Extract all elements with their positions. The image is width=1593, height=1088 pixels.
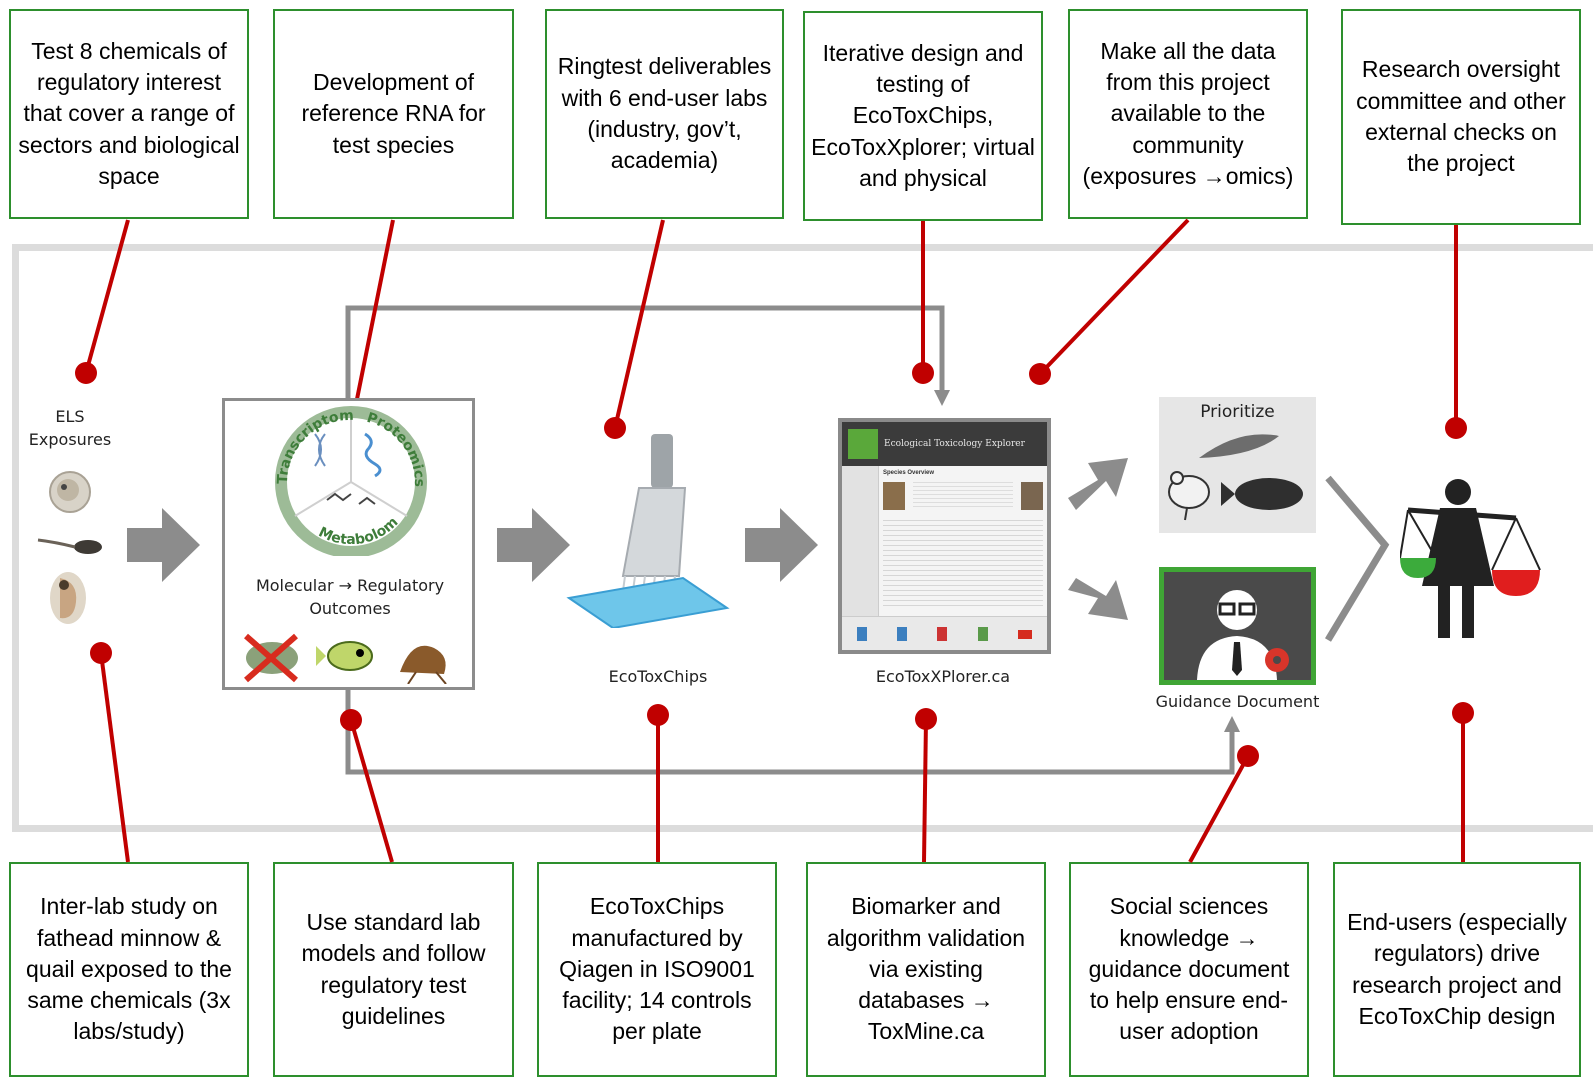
flow-arrow-1 xyxy=(127,508,200,582)
note-iterative-design: Iterative design and testing of EcoToxCh… xyxy=(803,11,1043,221)
prioritize-panel xyxy=(1159,397,1316,533)
pin xyxy=(912,362,934,384)
svg-text:Transcriptomics: Transcriptomics xyxy=(265,404,354,484)
explorer-screenshot: Ecological Toxicology Explorer Species O… xyxy=(838,418,1051,654)
quail-thumbnail xyxy=(1021,482,1043,510)
feedback-bottom-arrow xyxy=(345,688,1235,775)
note-inter-lab: Inter-lab study on fathead minnow & quai… xyxy=(9,862,249,1077)
molecular-outcomes-label: Molecular → Regulatory Outcomes xyxy=(255,576,445,619)
fish-icon xyxy=(316,641,373,671)
dna-icon xyxy=(314,433,326,467)
bird-chick-icon xyxy=(400,645,447,684)
pin xyxy=(604,417,626,439)
explorer-footer xyxy=(842,616,1047,650)
crest-icon xyxy=(977,627,988,641)
explorer-body: Species Overview xyxy=(842,466,1047,616)
feedback-bottom-arrowhead xyxy=(1224,716,1240,732)
note-test-chemicals: Test 8 chemicals of regulatory interest … xyxy=(9,9,249,219)
embryo-images xyxy=(37,471,102,624)
pin xyxy=(1237,745,1259,767)
flow-arrow-up xyxy=(1068,458,1128,510)
pin xyxy=(1445,417,1467,439)
note-standard-models: Use standard lab models and follow regul… xyxy=(273,862,514,1077)
pin xyxy=(915,708,937,730)
pin xyxy=(75,362,97,384)
transcriptomics-label: Transcriptomics xyxy=(265,404,354,484)
fish-embryo-icon xyxy=(49,471,91,513)
test-organisms xyxy=(244,633,447,684)
partner-logo-icon xyxy=(897,627,908,641)
note-ringtest: Ringtest deliverables with 6 end-user la… xyxy=(545,9,784,219)
ecotoxchips-label: EcoToxChips xyxy=(608,667,708,686)
leaf-logo-icon xyxy=(848,429,878,459)
els-exposures-label: ELS Exposures xyxy=(28,407,112,450)
explorer-header: Ecological Toxicology Explorer xyxy=(842,422,1047,466)
canada-flag-icon xyxy=(1017,629,1032,639)
metabolite-icon xyxy=(326,492,376,505)
omics-wheel: Transcriptomics Proteomics Metabolomics xyxy=(265,404,427,556)
note-oversight: Research oversight committee and other e… xyxy=(1341,9,1581,225)
note-end-users: End-users (especially regulators) drive … xyxy=(1333,862,1581,1077)
process-frame xyxy=(12,244,1593,832)
note-biomarker: Biomarker and algorithm validation via e… xyxy=(806,862,1046,1077)
regulator-scale-icon xyxy=(1400,479,1541,638)
prioritize-label: Prioritize xyxy=(1200,402,1275,422)
pin xyxy=(90,642,112,664)
pin xyxy=(1029,363,1051,385)
tadpole-silhouette-icon xyxy=(1199,434,1279,458)
flow-arrow-down xyxy=(1068,578,1128,620)
explorer-section-title: Species Overview xyxy=(883,470,935,476)
explorer-title: Ecological Toxicology Explorer xyxy=(884,439,1025,449)
feedback-top-arrowhead xyxy=(934,390,950,406)
gear-icon xyxy=(1265,648,1289,672)
quail-silhouette-icon xyxy=(1168,471,1210,521)
flow-arrow-3 xyxy=(745,508,818,582)
advisor-icon xyxy=(1197,590,1289,680)
partner-logo-icon xyxy=(857,627,868,641)
frog-icon xyxy=(244,633,298,683)
note-reference-rna: Development of reference RNA for test sp… xyxy=(273,9,514,219)
explorer-caption: EcoToxXPlorer.ca xyxy=(875,667,1011,686)
flow-arrow-2 xyxy=(497,508,570,582)
trout-thumbnail xyxy=(883,482,905,510)
bird-embryo-icon xyxy=(50,572,86,624)
pin xyxy=(647,704,669,726)
tadpole-icon xyxy=(37,538,102,554)
note-social-sciences: Social sciences knowledge → guidance doc… xyxy=(1069,862,1309,1077)
pipette-plate-icon xyxy=(566,434,730,628)
note-open-data: Make all the data from this project avai… xyxy=(1068,9,1308,219)
protein-icon xyxy=(364,432,382,478)
pin xyxy=(1452,702,1474,724)
green-scale-pan xyxy=(1400,509,1437,578)
prioritized-species xyxy=(1168,434,1303,521)
crest-icon xyxy=(937,627,948,641)
explorer-sidebar xyxy=(842,466,879,616)
pin xyxy=(340,709,362,731)
note-manufacturing: EcoToxChips manufactured by Qiagen in IS… xyxy=(537,862,777,1077)
feedback-top-arrow xyxy=(345,305,945,398)
minnow-silhouette-icon xyxy=(1221,478,1303,510)
flow-chevron xyxy=(1324,475,1390,642)
red-scale-pan xyxy=(1491,517,1541,596)
guidance-label: Guidance Document xyxy=(1155,692,1320,711)
